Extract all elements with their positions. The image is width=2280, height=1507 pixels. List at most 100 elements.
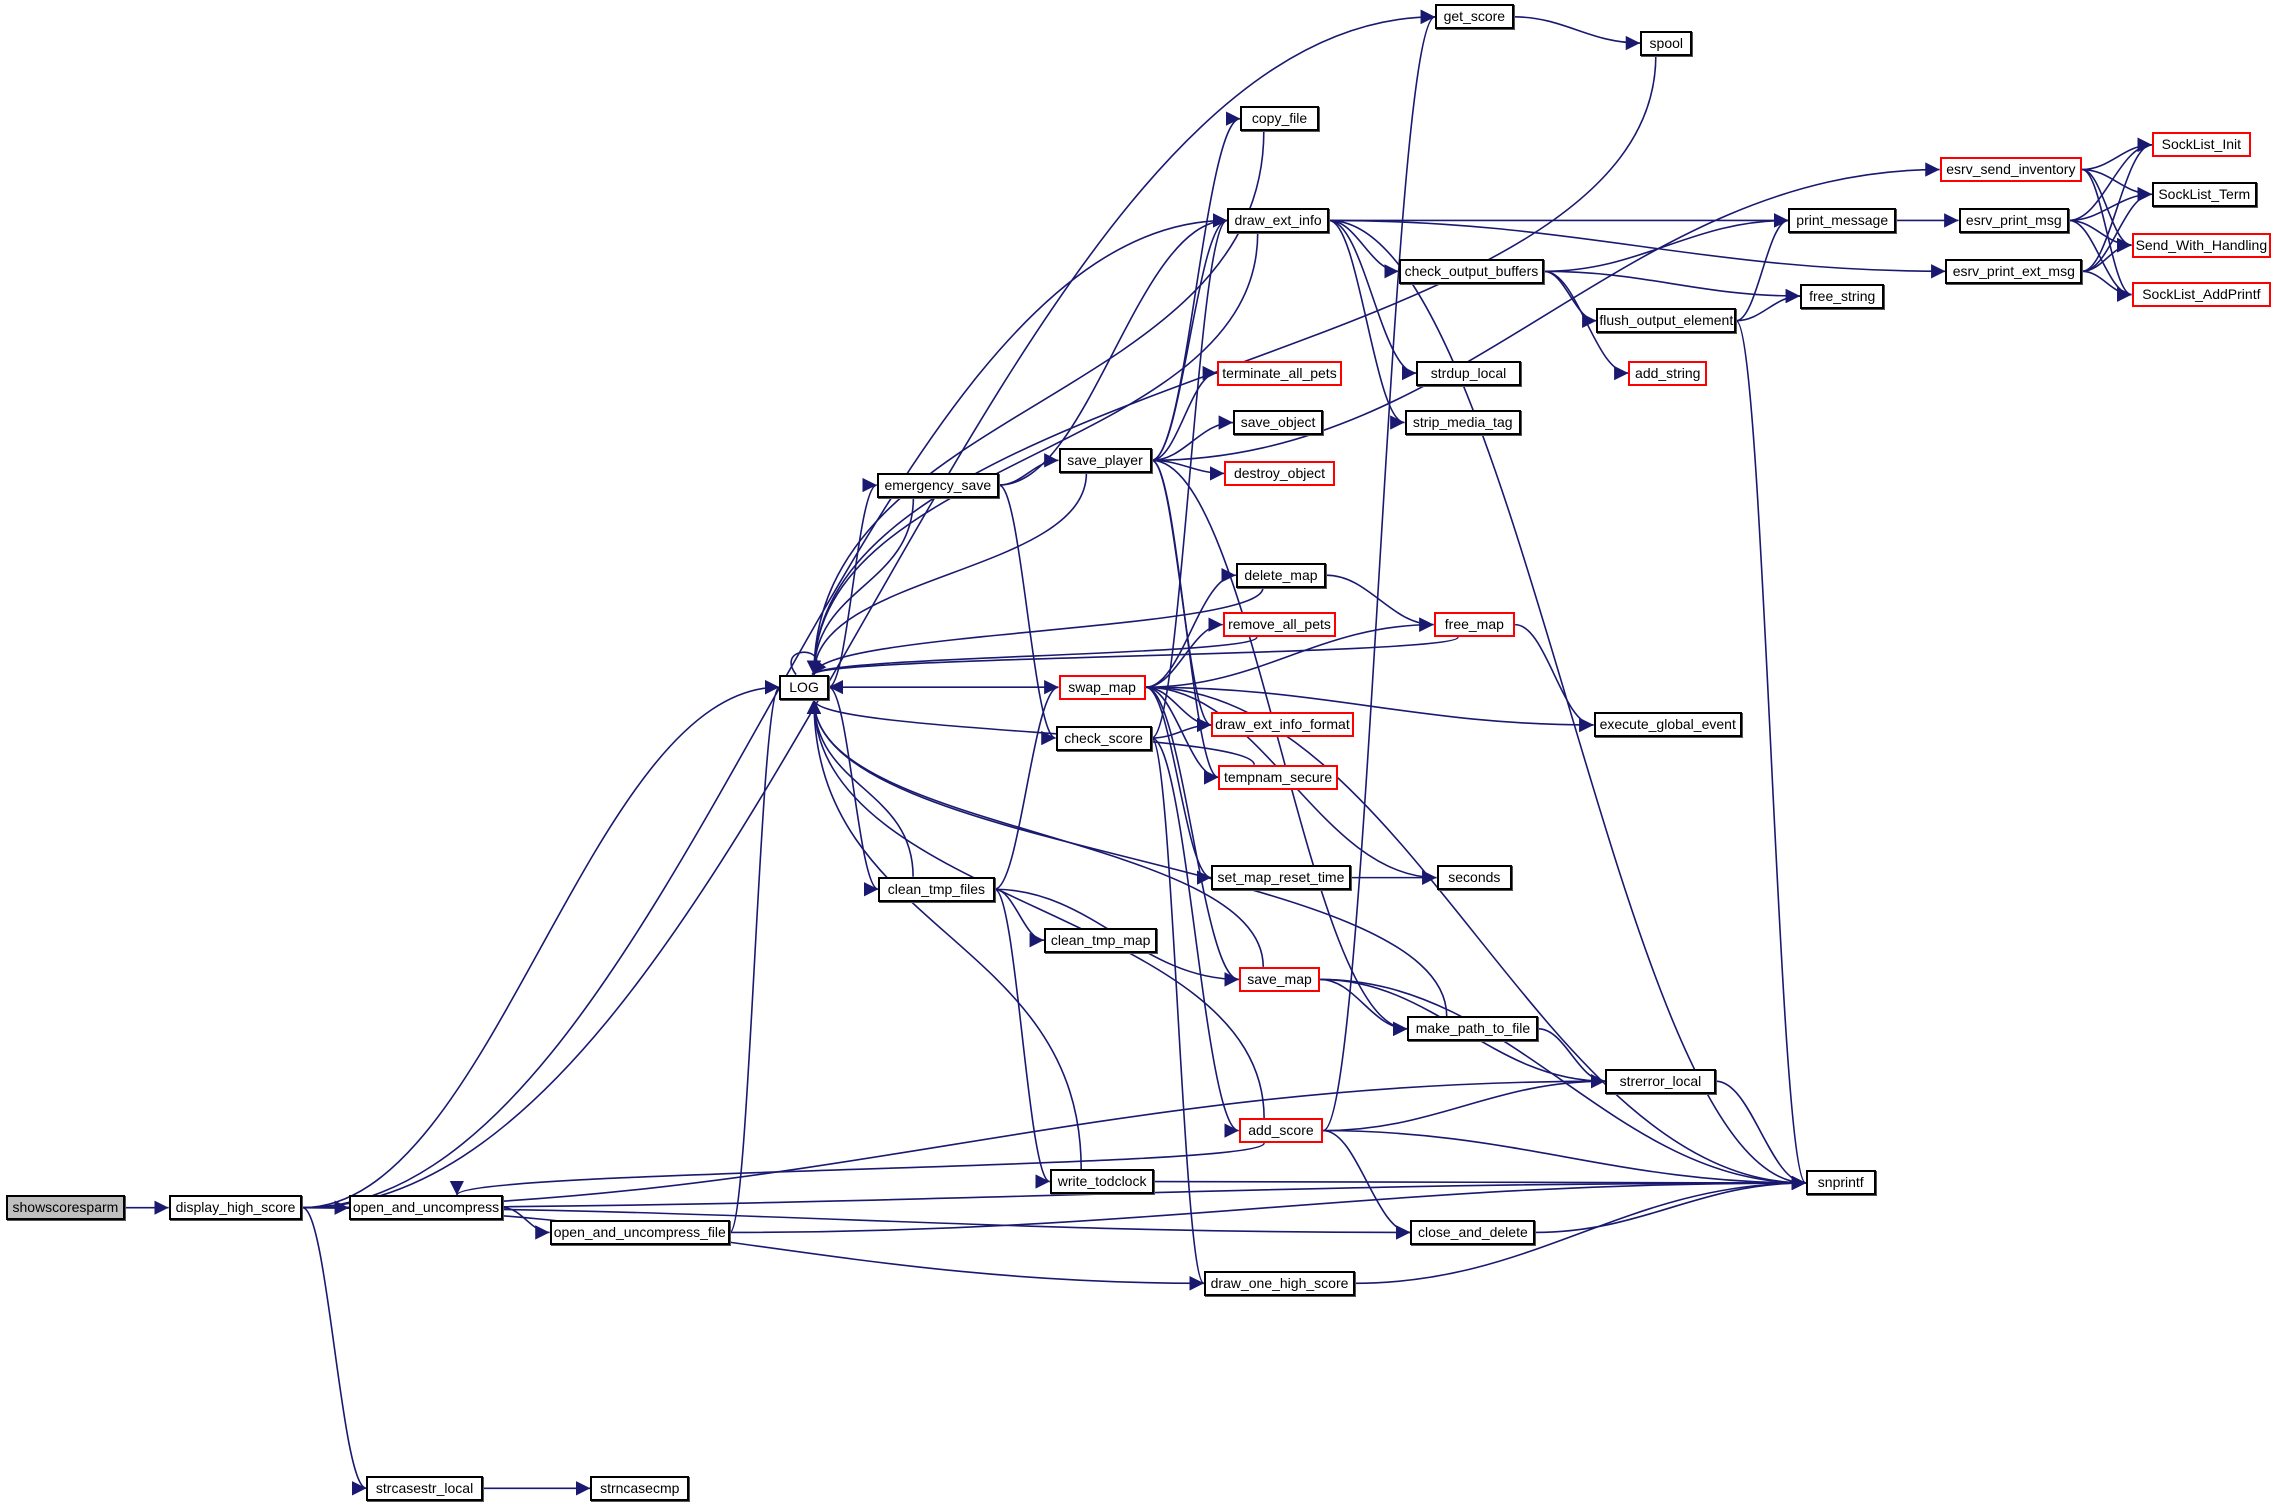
node-add-string[interactable]: add_string [1628, 360, 1707, 386]
edge-swap-map-to-snprintf [1145, 686, 1806, 1191]
node-remove-all-pets[interactable]: remove_all_pets [1222, 612, 1337, 638]
node-close-and-delete[interactable]: close_and_delete [1410, 1219, 1536, 1245]
edge-draw-ext-info-to-check-output-buffers [1328, 219, 1399, 279]
node-emergency-save[interactable]: emergency_save [876, 472, 999, 498]
edge-add-score-to-get-score [1322, 10, 1436, 1132]
node-write-todclock[interactable]: write_todclock [1049, 1169, 1155, 1195]
node-draw-ext-info[interactable]: draw_ext_info [1227, 207, 1329, 233]
edge-emergency-save-to-check-score [998, 484, 1056, 746]
node-send-with-handling[interactable]: Send_With_Handling [2131, 232, 2272, 258]
node-socklist-term[interactable]: SockList_Term [2151, 181, 2257, 207]
edge-display-high-score-to-log [302, 679, 780, 1209]
node-make-path-to-file[interactable]: make_path_to_file [1407, 1016, 1539, 1042]
node-seconds[interactable]: seconds [1436, 865, 1513, 891]
edge-log-to-clean-tmp-files [828, 686, 879, 897]
node-draw-one-high-score[interactable]: draw_one_high_score [1203, 1270, 1356, 1296]
edge-add-score-to-strerror-local [1323, 1073, 1606, 1132]
node-set-map-reset-time[interactable]: set_map_reset_time [1211, 865, 1351, 891]
node-add-score[interactable]: add_score [1238, 1118, 1324, 1144]
node-strdup-local[interactable]: strdup_local [1416, 360, 1521, 386]
node-destroy-object[interactable]: destroy_object [1224, 460, 1335, 486]
node-strip-media-tag[interactable]: strip_media_tag [1404, 410, 1521, 436]
node-clean-tmp-files[interactable]: clean_tmp_files [878, 876, 995, 902]
edge-free-map-to-log [807, 636, 1459, 676]
edge-get-score-to-spool [1513, 16, 1641, 51]
edge-check-output-buffers-to-print-message [1544, 213, 1789, 273]
edge-add-score-to-snprintf [1323, 1129, 1806, 1191]
node-socklist-addprintf[interactable]: SockList_AddPrintf [2131, 282, 2272, 308]
edge-delete-map-to-free-map [1326, 574, 1434, 632]
node-snprintf[interactable]: snprintf [1805, 1170, 1876, 1196]
edge-clean-tmp-files-to-clean-tmp-map [994, 888, 1045, 948]
edge-log-to-emergency-save [828, 478, 878, 688]
node-flush-output-element[interactable]: flush_output_element [1596, 308, 1737, 334]
node-check-output-buffers[interactable]: check_output_buffers [1398, 258, 1545, 284]
edge-draw-ext-info-to-strip-media-tag [1328, 219, 1405, 430]
node-print-message[interactable]: print_message [1788, 207, 1896, 233]
node-draw-ext-info-format[interactable]: draw_ext_info_format [1211, 712, 1354, 738]
node-esrv-print-msg[interactable]: esrv_print_msg [1958, 207, 2070, 233]
node-strerror-local[interactable]: strerror_local [1605, 1068, 1716, 1094]
node-strncasecmp[interactable]: strncasecmp [590, 1475, 690, 1501]
node-save-player[interactable]: save_player [1058, 447, 1152, 473]
edge-open-and-uncompress-to-open-and-uncompress-file [503, 1206, 550, 1240]
edge-remove-all-pets-to-log [807, 636, 1258, 676]
node-open-and-uncompress-file[interactable]: open_and_uncompress_file [549, 1219, 730, 1245]
edge-swap-map-to-remove-all-pets [1145, 617, 1223, 688]
edge-display-high-score-to-strcasestr-local [302, 1206, 367, 1496]
edge-swap-map-to-free-map [1145, 617, 1434, 688]
node-delete-map[interactable]: delete_map [1235, 562, 1327, 588]
node-get-score[interactable]: get_score [1435, 4, 1514, 30]
edge-clean-tmp-files-to-log [806, 699, 914, 877]
edge-save-player-to-terminate-all-pets [1151, 365, 1218, 462]
edge-save-player-to-tempnam-secure [1151, 459, 1219, 785]
node-save-map[interactable]: save_map [1238, 966, 1321, 992]
node-swap-map[interactable]: swap_map [1058, 674, 1146, 700]
edge-emergency-save-to-draw-ext-info [998, 213, 1228, 486]
edge-save-player-to-draw-ext-info [1151, 213, 1228, 462]
node-check-score[interactable]: check_score [1055, 725, 1152, 751]
edge-flush-output-element-to-snprintf [1735, 319, 1807, 1190]
node-showscoresparm[interactable]: showscoresparm [5, 1195, 126, 1221]
edge-display-high-score-to-get-score [302, 9, 1436, 1209]
edge-write-todclock-to-log [806, 699, 1082, 1170]
node-spool[interactable]: spool [1640, 30, 1693, 56]
edge-esrv-send-inventory-to-socklist-init [2082, 137, 2152, 171]
edge-check-output-buffers-to-add-string [1544, 270, 1629, 381]
node-strcasestr-local[interactable]: strcasestr_local [366, 1475, 483, 1501]
edge-esrv-print-ext-msg-to-socklist-init [2081, 137, 2153, 273]
node-free-map[interactable]: free_map [1433, 612, 1516, 638]
edge-swap-map-to-save-map [1145, 686, 1239, 987]
node-execute-global-event[interactable]: execute_global_event [1593, 712, 1742, 738]
edge-display-high-score-to-draw-ext-info [302, 213, 1228, 1209]
edge-emergency-save-to-save-player [998, 453, 1059, 486]
edge-swap-map-to-set-map-reset-time [1145, 686, 1212, 885]
edge-strerror-local-to-snprintf [1715, 1080, 1806, 1191]
node-esrv-send-inventory[interactable]: esrv_send_inventory [1939, 157, 2083, 183]
node-tempnam-secure[interactable]: tempnam_secure [1218, 764, 1338, 790]
node-save-object[interactable]: save_object [1232, 410, 1324, 436]
edge-save-player-to-log [806, 472, 1088, 675]
node-socklist-init[interactable]: SockList_Init [2151, 132, 2251, 158]
edge-swap-map-to-execute-global-event [1145, 686, 1594, 733]
edge-check-score-to-add-score [1151, 737, 1240, 1138]
edge-add-score-to-open-and-uncompress [450, 1142, 1265, 1196]
node-free-string[interactable]: free_string [1800, 283, 1885, 309]
node-display-high-score[interactable]: display_high_score [168, 1195, 303, 1221]
edge-save-map-to-log [806, 699, 1265, 967]
edge-save-map-to-snprintf [1320, 978, 1806, 1191]
edge-copy-file-to-log [806, 131, 1265, 675]
edge-save-player-to-esrv-send-inventory [1151, 162, 1940, 462]
edge-esrv-print-ext-msg-to-socklist-addprintf [2082, 270, 2132, 302]
node-terminate-all-pets[interactable]: terminate_all_pets [1216, 360, 1343, 386]
edge-open-and-uncompress-file-to-log [729, 680, 781, 1234]
node-copy-file[interactable]: copy_file [1240, 106, 1319, 132]
node-open-and-uncompress[interactable]: open_and_uncompress [348, 1195, 504, 1221]
edge-log-to-log [790, 651, 827, 676]
node-clean-tmp-map[interactable]: clean_tmp_map [1043, 927, 1158, 953]
node-log[interactable]: LOG [779, 674, 829, 700]
edge-draw-ext-info-to-esrv-print-ext-msg [1328, 219, 1946, 279]
node-esrv-print-ext-msg[interactable]: esrv_print_ext_msg [1945, 258, 2083, 284]
edge-esrv-print-ext-msg-to-socklist-term [2082, 187, 2153, 273]
